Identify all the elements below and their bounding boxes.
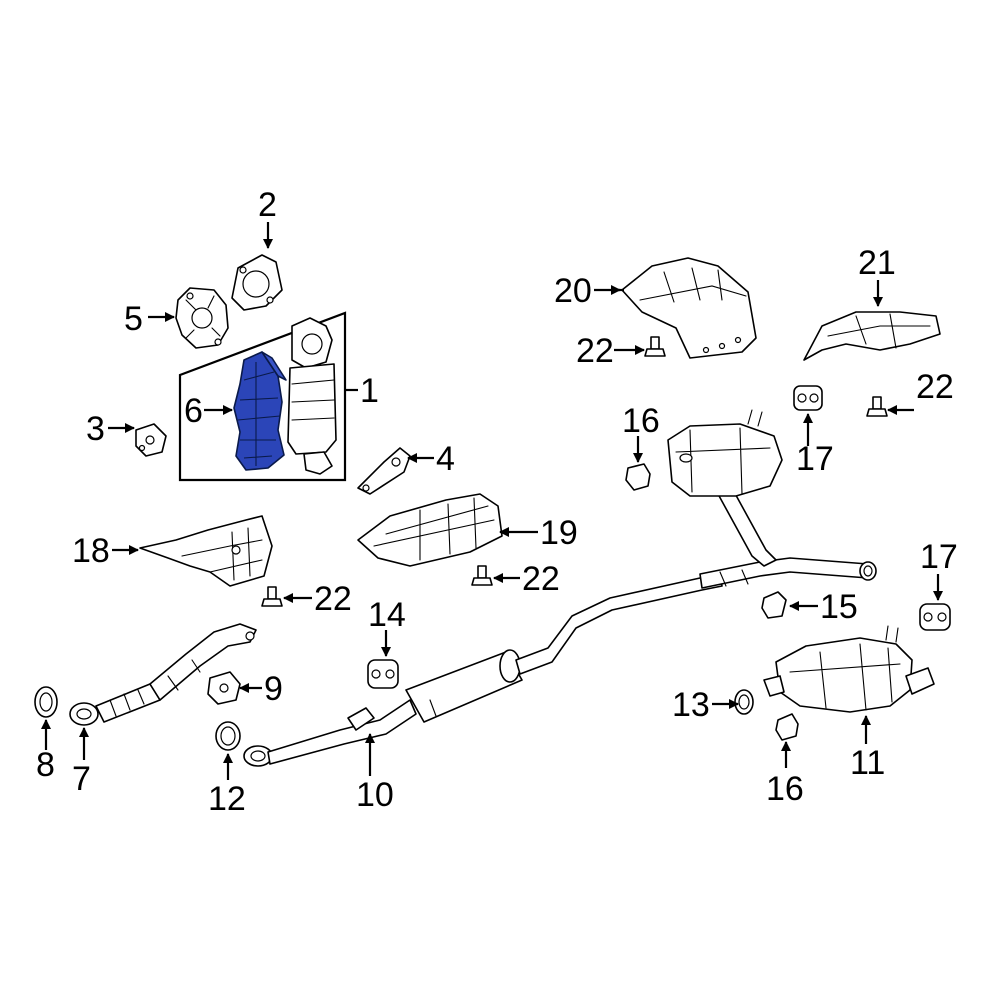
- heat-shield-19[interactable]: [357, 493, 503, 567]
- hanger-15[interactable]: [761, 591, 787, 619]
- callout-1: 1: [360, 372, 379, 410]
- callout-17-b: 17: [920, 538, 958, 576]
- manifold-flange-5[interactable]: [175, 287, 229, 349]
- callout-4: 4: [436, 440, 455, 478]
- catalytic-converter-1[interactable]: [287, 317, 337, 475]
- front-pipe-7[interactable]: [69, 623, 257, 726]
- pre-muffler[interactable]: [667, 409, 783, 497]
- bolt-22-b[interactable]: [866, 396, 888, 417]
- callout-22-a: 22: [576, 332, 614, 370]
- callout-10: 10: [356, 776, 394, 814]
- gasket-13[interactable]: [734, 689, 754, 715]
- bolt-22-c[interactable]: [261, 586, 283, 607]
- clip-16-a[interactable]: [625, 463, 651, 491]
- bolt-22-a[interactable]: [644, 336, 666, 357]
- callout-22-c: 22: [314, 580, 352, 618]
- bracket-4[interactable]: [357, 447, 411, 495]
- callout-21: 21: [858, 244, 896, 282]
- callout-15: 15: [820, 588, 858, 626]
- callout-22-d: 22: [522, 560, 560, 598]
- callout-17-a: 17: [796, 440, 834, 478]
- hanger-17-a[interactable]: [793, 385, 823, 411]
- callout-19: 19: [540, 514, 578, 552]
- callout-16-b: 16: [766, 770, 804, 808]
- callout-22-b: 22: [916, 368, 954, 406]
- gasket-8[interactable]: [34, 686, 58, 718]
- rear-muffler-11[interactable]: [763, 625, 935, 713]
- bolt-22-d[interactable]: [471, 565, 493, 586]
- bracket-3[interactable]: [135, 423, 167, 457]
- gasket-12[interactable]: [215, 721, 241, 751]
- callout-5: 5: [124, 300, 143, 338]
- callout-leaders: [41, 222, 943, 780]
- part-1-group: [178, 311, 358, 482]
- callout-9: 9: [264, 670, 283, 708]
- callout-13: 13: [672, 686, 710, 724]
- callout-12: 12: [208, 780, 246, 818]
- heat-shield-21[interactable]: [803, 311, 941, 361]
- callout-20: 20: [554, 272, 592, 310]
- heat-shield-18[interactable]: [139, 515, 273, 587]
- hanger-17-b[interactable]: [919, 603, 951, 631]
- callout-16-a: 16: [622, 402, 660, 440]
- callout-8: 8: [36, 746, 55, 784]
- mid-pipe-10[interactable]: [699, 487, 877, 589]
- heat-shield-20[interactable]: [621, 257, 757, 359]
- gasket-2[interactable]: [231, 254, 283, 311]
- bracket-9[interactable]: [207, 671, 241, 705]
- callout-6: 6: [184, 392, 203, 430]
- heat-shield-6-highlighted[interactable]: [233, 351, 287, 471]
- callout-11: 11: [850, 744, 885, 782]
- callout-3: 3: [86, 410, 105, 448]
- hanger-14[interactable]: [367, 659, 399, 689]
- callout-2: 2: [258, 186, 277, 224]
- callout-labels: 1 2 3 4 5 6 7 8 9 10 11 12 13 14 15 16 1…: [36, 186, 958, 818]
- callout-14: 14: [368, 596, 406, 634]
- callout-7: 7: [72, 760, 91, 798]
- callout-18: 18: [72, 532, 110, 570]
- clip-16-b[interactable]: [775, 713, 799, 741]
